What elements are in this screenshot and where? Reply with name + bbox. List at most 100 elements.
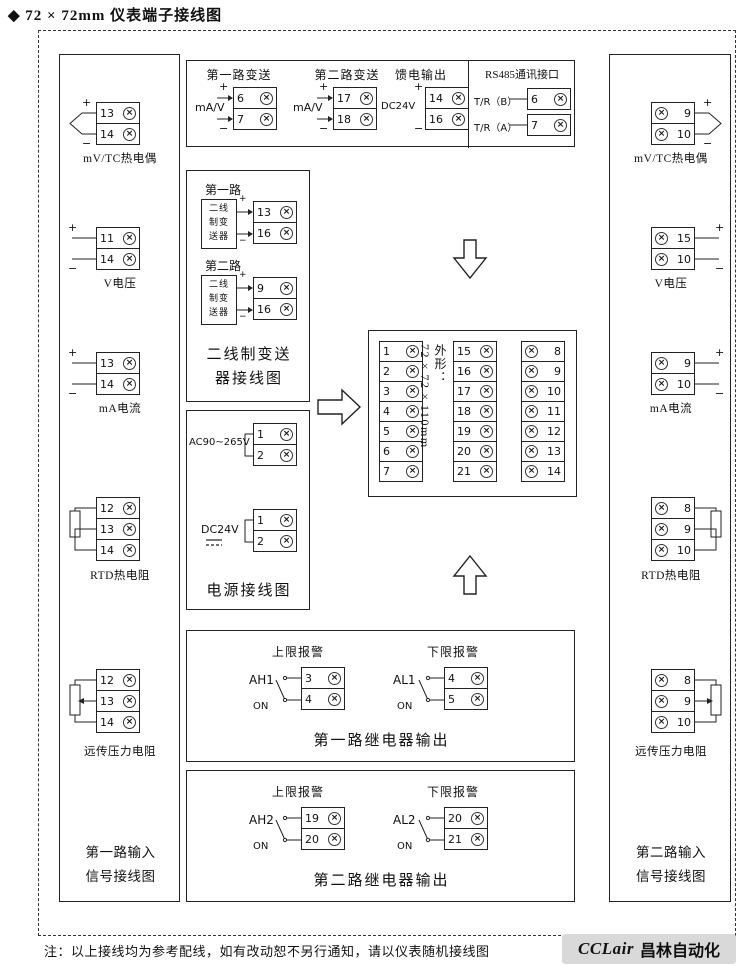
terminal-number: 4 (383, 405, 390, 418)
section-label-feed-output: 馈电输出 (394, 68, 447, 82)
terminal-number: 18 (337, 112, 351, 126)
signal-label: DC24V (381, 101, 416, 112)
terminal-number: 1 (383, 345, 390, 358)
terminal-16: 16× (425, 108, 469, 130)
minus-sign: − (82, 137, 92, 150)
relay-tag: AH2 (249, 813, 274, 827)
terminal-strip: 11×14× (96, 227, 140, 270)
screw-icon: × (123, 522, 136, 536)
terminal-13: 13× (253, 201, 297, 223)
terminal-12: 12× (96, 497, 140, 519)
terminal-4: 4× (301, 688, 345, 710)
screw-icon: × (280, 302, 293, 316)
diagram-label: RTD热电阻 (90, 570, 150, 582)
screw-icon: × (655, 522, 668, 536)
terminal-number: 9 (684, 356, 691, 370)
potentiometer-symbol (69, 679, 96, 723)
terminal-number: 10 (677, 127, 691, 141)
left-panel-label-line1: 第一路输入 (85, 845, 156, 860)
arrow-wires (217, 95, 233, 122)
terminal-strip: 7× (527, 114, 571, 136)
terminal-strip-15-21: 15×16×17×18×19×20×21× (453, 341, 497, 482)
terminal-strip: 6×7× (233, 87, 277, 130)
diagram-outer-border (38, 30, 736, 936)
terminal-strip: 3×4× (301, 667, 345, 710)
transmitter-device-2: 二线 制变 送器 (201, 275, 237, 325)
screw-icon: × (480, 365, 493, 378)
terminal-number: 9 (257, 281, 264, 295)
terminal-11: ×11 (521, 401, 565, 422)
input-diagram-rtd-2: ×8×9×10 RTD热电阻 (615, 493, 727, 585)
plus-sign: + (319, 80, 329, 93)
terminal-strip: 13×16× (253, 201, 297, 244)
plus-sign: + (703, 96, 713, 109)
terminal-10: ×10 (521, 381, 565, 402)
screw-icon: × (406, 405, 419, 418)
terminal-number: 10 (677, 377, 691, 391)
arrow-up-icon (452, 554, 488, 595)
screw-icon: × (525, 445, 538, 458)
right-panel-label-line2: 信号接线图 (636, 869, 706, 884)
terminal-strip: ×8×9×10 (651, 669, 695, 733)
screw-icon: × (655, 356, 668, 370)
screw-icon: × (655, 501, 668, 515)
screw-icon: × (471, 671, 484, 685)
terminal-strip: 1×2× (253, 423, 297, 466)
terminal-number: 16 (257, 302, 271, 316)
screw-icon: × (655, 127, 668, 141)
thermocouple-symbol (695, 112, 722, 135)
terminal-number: 13 (100, 694, 114, 708)
terminal-number: 21 (457, 465, 471, 478)
terminal-20: 20× (453, 441, 497, 462)
screw-icon: × (525, 345, 538, 358)
screw-icon: × (406, 385, 419, 398)
section-divider (468, 61, 469, 148)
terminal-10: × 10 (651, 123, 695, 145)
terminal-number: 13 (100, 106, 114, 120)
terminal-7: 7× (233, 108, 277, 130)
minus-sign: − (68, 262, 78, 275)
transmitter-device-1: 二线 制变 送器 (201, 199, 237, 249)
terminal-number: 6 (383, 445, 390, 458)
terminal-2: 2× (253, 530, 297, 552)
terminal-9: ×9 (651, 102, 695, 124)
terminal-8: ×8 (651, 669, 695, 691)
brand-logo-cn: 昌林自动化 (639, 943, 720, 960)
screw-icon: × (655, 377, 668, 391)
terminal-number: 12 (547, 425, 561, 438)
terminal-number: 9 (684, 106, 691, 120)
input-diagram-pressure-2: ×8×9×10 远传压力电阻 (615, 665, 727, 761)
terminal-9: 9× (253, 277, 297, 299)
plus-sign: + (239, 270, 247, 280)
terminal-number: 2 (383, 365, 390, 378)
section-label-transmit-1: 第一路变送 (206, 68, 272, 82)
terminal-9: ×9 (651, 518, 695, 540)
terminal-number: 10 (677, 715, 691, 729)
terminal-number: 12 (100, 501, 114, 515)
screw-icon: × (123, 543, 136, 557)
alarm-label-low: 下限报警 (426, 785, 479, 799)
terminal-13: 13× (96, 690, 140, 712)
screw-icon: × (480, 425, 493, 438)
screw-icon: × (123, 377, 136, 391)
switch-on-label: ON (253, 841, 269, 852)
terminal-number: 19 (457, 425, 471, 438)
terminal-strip: 17×18× (333, 87, 377, 130)
screw-icon: × (655, 543, 668, 557)
terminal-number: 8 (684, 501, 691, 515)
terminal-14: 14× (96, 373, 140, 395)
terminal-strip-8-14: ×8×9×10×11×12×13×14 (521, 341, 565, 482)
ac-power-label: AC90~265V (189, 437, 250, 448)
screw-icon: × (480, 405, 493, 418)
terminal-number: 8 (684, 673, 691, 687)
terminal-19: 19 × (453, 421, 497, 442)
terminal-number: 16 (429, 112, 443, 126)
screw-icon: × (280, 205, 293, 219)
transmitter-box: 第一路 二线 制变 送器 + − 13×16× 第二路 二线 制变 送器 + −… (186, 170, 310, 402)
terminal-strip: 4×5× (444, 667, 488, 710)
terminal-9: ×9 (651, 690, 695, 712)
alarm-label-high: 上限报警 (271, 785, 324, 799)
terminal-number: 17 (337, 91, 351, 105)
relay-tag: AL1 (393, 673, 416, 687)
input-diagram-voltage-2: + − ×15×10 V电压 (615, 221, 727, 293)
